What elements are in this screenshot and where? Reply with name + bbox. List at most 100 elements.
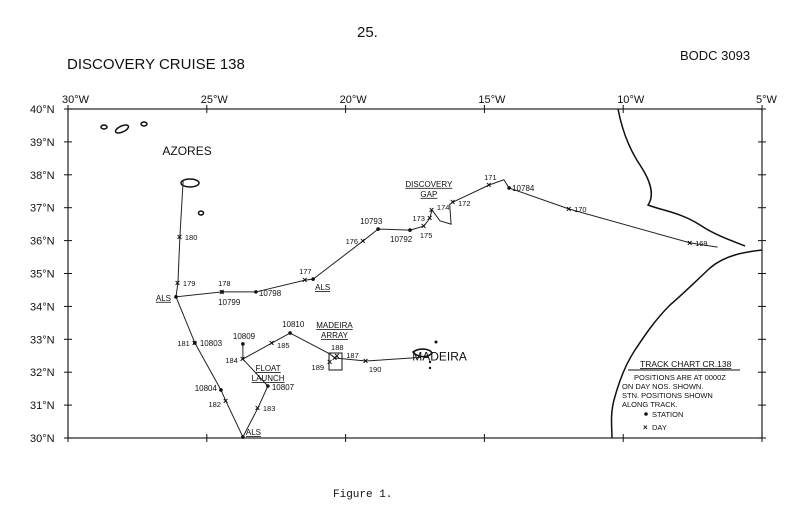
africa-coastline [610,249,763,439]
legend-title: TRACK CHART CR.138 [640,359,732,369]
lat-tick-label: 39°N [30,137,55,149]
day-label: 171 [484,173,497,182]
legend: TRACK CHART CR.138 POSITIONS ARE AT 0000… [622,359,740,432]
station-label: 10798 [259,289,282,298]
station-label: 10803 [200,339,223,348]
legend-line: ALONG TRACK. [622,400,678,409]
day-marker: × [327,357,332,367]
chart-title: DISCOVERY CRUISE 138 [67,56,245,73]
legend-station: STATION [652,410,683,419]
station-marker [241,435,245,439]
lon-tick-label: 15°W [478,94,506,106]
lon-tick-label: 10°W [617,94,645,106]
ship-track [175,296,421,439]
legend-line: ON DAY NOS. SHOWN. [622,382,703,391]
day-marker: × [427,213,432,223]
day-label: 184 [225,356,238,365]
station-dot-icon [644,412,648,416]
legend-line: POSITIONS ARE AT 0000Z [634,373,726,382]
station-marker [219,388,223,392]
day-marker: × [450,197,455,207]
legend-line: STN. POSITIONS SHOWN [622,391,713,400]
station-label: 10809 [233,332,256,341]
day-marker: × [255,403,260,413]
station-marker [507,186,511,190]
day-label: 176 [346,237,359,246]
station-marker [408,228,412,232]
day-label: 178 [218,279,231,288]
station-label: 10792 [390,235,413,244]
place-label: AZORES [162,144,211,158]
area-label: LAUNCH [252,374,285,383]
lat-tick-label: 34°N [30,301,55,313]
day-marker: × [240,354,245,364]
day-label: 189 [312,363,325,372]
day-label: 173 [412,214,425,223]
madeira-array-box [328,352,343,371]
day-marker: × [223,396,228,406]
day-marker: × [334,351,339,361]
day-label: 185 [277,341,290,350]
station-label: ALS [246,428,261,437]
day-label: 172 [458,199,471,208]
day-marker: × [177,232,182,242]
day-marker: × [429,205,434,215]
station-label: 10784 [512,184,535,193]
ship-track [175,179,718,298]
day-label: 190 [369,365,382,374]
station-marker [376,227,380,231]
day-marker: × [332,353,337,363]
day-label: 180 [185,233,198,242]
lat-tick-label: 36°N [30,236,55,248]
day-label: 183 [263,404,276,413]
station-marker [288,331,292,335]
day-marker: × [363,356,368,366]
station-marker [241,342,245,346]
lat-tick-label: 32°N [30,367,55,379]
station-marker [311,277,315,281]
station-marker [174,295,178,299]
day-label: 177 [299,267,312,276]
figure-caption: Figure 1. [333,489,393,501]
day-label: 182 [208,400,221,409]
lat-tick-label: 30°N [30,433,55,445]
lat-tick-label: 35°N [30,269,55,281]
day-label: 174 [437,203,450,212]
lat-tick-label: 40°N [30,104,55,116]
lat-tick-label: 33°N [30,334,55,346]
station-label: 10793 [360,217,383,226]
day-label: 169 [695,239,708,248]
lat-tick-label: 38°N [30,170,55,182]
station-label: ALS [156,294,171,303]
page-number: 25. [357,24,378,41]
station-marker [254,290,258,294]
madeira-island [411,340,438,370]
iberia-coastline [617,108,746,247]
station-label: 10804 [195,384,218,393]
station-marker [193,341,197,345]
station-marker [266,384,270,388]
day-label: 179 [183,279,196,288]
day-marker: × [421,221,426,231]
area-label: FLOAT [256,364,281,373]
day-label: 187 [346,351,359,360]
area-label: GAP [420,190,437,199]
azores-islands [100,121,205,216]
area-label: ARRAY [321,331,349,340]
area-label: MADEIRA [316,321,353,330]
day-label: 170 [574,205,587,214]
lon-tick-label: 20°W [340,94,368,106]
day-marker: × [269,338,274,348]
place-label: MADEIRA [412,350,467,364]
lon-tick-label: 25°W [201,94,229,106]
station-label: 10810 [282,320,305,329]
station-label: 10799 [218,298,241,307]
lat-tick-label: 31°N [30,400,55,412]
station-label: ALS [315,283,330,292]
day-marker: × [175,278,180,288]
lon-tick-label: 30°W [62,94,90,106]
reference-code: BODC 3093 [680,48,751,63]
legend-day: DAY [652,423,667,432]
station-label: 10807 [272,383,295,392]
